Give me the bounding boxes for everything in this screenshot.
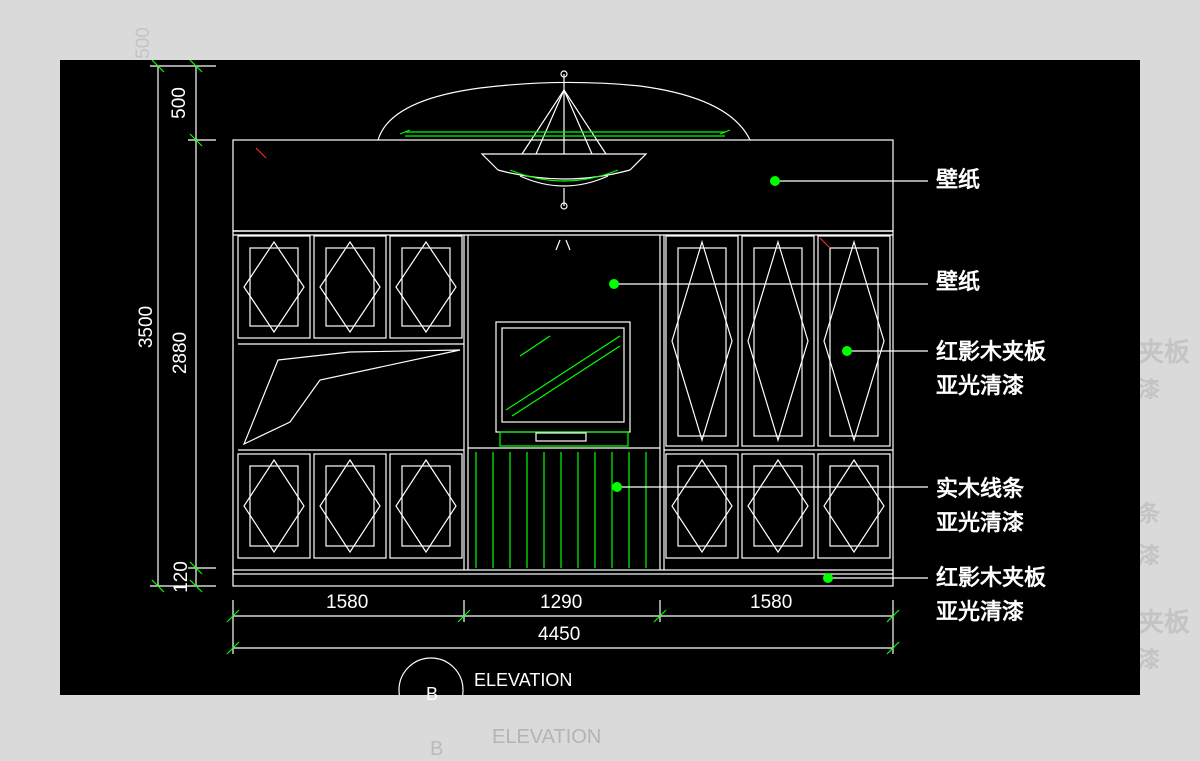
ghost-dim-top: 500	[132, 27, 154, 59]
ceiling-arch	[377, 81, 751, 141]
elevation-title: ELEVATION	[474, 670, 573, 690]
dim-width-total: 4450	[538, 624, 581, 645]
dim-base-height: 120	[170, 561, 192, 593]
elevation-symbol	[398, 657, 464, 695]
vertical-dimensions	[150, 60, 216, 593]
elevation-drawing: 500 3500 2880 120 1580 1290 1580 4450 壁纸…	[60, 60, 1140, 704]
left-upper-doors	[237, 235, 463, 339]
ghost-label-1: 夹板	[1138, 338, 1191, 368]
dim-top-height: 500	[168, 87, 190, 119]
tv-unit	[495, 239, 631, 447]
dim-width-right: 1580	[750, 592, 793, 613]
elevation-svg	[150, 60, 928, 695]
right-lower-doors	[665, 453, 891, 559]
ghost-label-5: 夹板	[1138, 608, 1191, 638]
callout-veneer-lower: 红影木夹板 亚光清漆	[936, 566, 1047, 625]
left-lower-doors	[237, 453, 463, 559]
callout-wallpaper-center: 壁纸	[936, 270, 981, 295]
ghost-label-4: 漆	[1138, 544, 1161, 569]
red-marks	[255, 147, 831, 249]
crown-molding	[399, 129, 731, 137]
callout-veneer-upper: 红影木夹板 亚光清漆	[936, 340, 1047, 399]
plinth	[232, 569, 894, 587]
chandelier-icon	[480, 70, 648, 210]
ghost-label-6: 漆	[1138, 648, 1161, 673]
ghost-elevation-title: ELEVATION	[492, 726, 602, 748]
callout-solid-wood: 实木线条 亚光清漆	[936, 477, 1025, 536]
leader-lines	[614, 180, 928, 579]
ghost-elevation-badge: B	[430, 738, 444, 760]
dim-width-center: 1290	[540, 592, 583, 613]
callout-wallpaper-upper: 壁纸	[936, 168, 981, 193]
angled-shelf	[242, 349, 461, 446]
elevation-badge: B	[426, 684, 439, 704]
slat-panel	[475, 452, 647, 568]
horizontal-dimensions	[226, 600, 900, 655]
dim-cabinet-height: 2880	[170, 331, 192, 375]
cabinet-outline	[232, 230, 894, 575]
right-upper-doors	[665, 235, 891, 447]
leader-dots	[609, 176, 852, 583]
ghost-label-2: 漆	[1138, 378, 1161, 403]
dim-total-height: 3500	[136, 305, 158, 349]
dim-width-left: 1580	[326, 592, 369, 613]
ghost-label-3: 条	[1138, 502, 1161, 527]
